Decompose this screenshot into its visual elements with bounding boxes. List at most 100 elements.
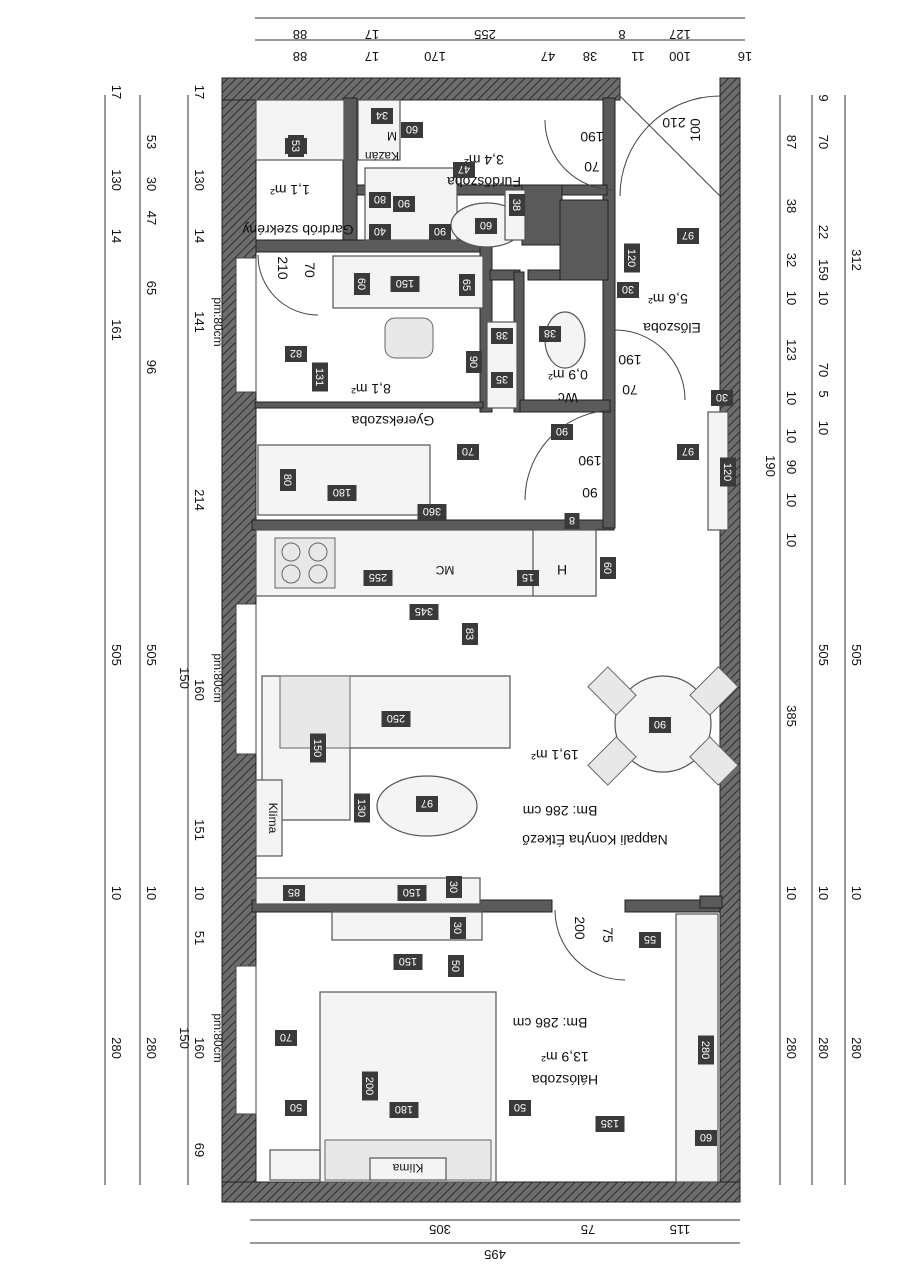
door-labels: 210 100 190 70 210 70 190 70 190 90 200 … [275, 115, 703, 943]
door-entrance-1: 100 [687, 118, 703, 142]
svg-text:150: 150 [399, 955, 417, 967]
door-gyerek-0: 190 [578, 453, 602, 469]
dim-ri-5: 10 [784, 391, 799, 405]
svg-text:130: 130 [355, 799, 367, 817]
room-eloszoba-name: Előszoba [643, 320, 701, 336]
dim-lm-1: 30 [144, 177, 159, 191]
dim-lm-0: 53 [144, 135, 159, 149]
furniture-tag: 150 [310, 733, 326, 763]
dim-top-2-3: 47 [541, 49, 555, 64]
dimension-texts: 88 17 255 8 127 88 17 170 47 38 11 100 1… [109, 27, 864, 1262]
dim-lm-2: 47 [144, 211, 159, 225]
svg-text:90: 90 [654, 718, 666, 730]
dim-ri-2: 32 [784, 253, 799, 267]
furniture-tag: 65 [459, 274, 475, 296]
svg-text:70: 70 [462, 445, 474, 457]
dim-lo-5: 10 [109, 886, 124, 900]
svg-text:180: 180 [395, 1103, 413, 1115]
svg-text:35: 35 [496, 373, 508, 385]
dim-top-1-3: 8 [618, 27, 625, 42]
svg-text:250: 250 [387, 712, 405, 724]
furniture-tag: 38 [491, 328, 513, 344]
dim-rm-0: 9 [816, 94, 831, 101]
mc-label: MC [435, 563, 454, 577]
dim-li-5: 160 [192, 679, 207, 701]
dim-bot-1-0: 305 [429, 1222, 451, 1237]
dim-lm-7: 280 [144, 1037, 159, 1059]
furniture-tag: 60 [354, 273, 370, 295]
room-gyerek-name: Gyerekszoba [352, 413, 435, 429]
h-label: H [557, 562, 567, 578]
room-gardrob-name: Gardrób szekrény [242, 222, 353, 238]
dim-top-1-4: 127 [669, 27, 691, 42]
dim-ri-10: 190 [763, 455, 778, 477]
furniture-tag: 360 [417, 504, 447, 520]
svg-text:82: 82 [290, 347, 302, 359]
svg-text:65: 65 [460, 279, 472, 291]
window-labels: pm:80cm pm:80cm pm:80cm [211, 297, 225, 1062]
furniture-tag: 82 [285, 346, 307, 362]
furniture-tag: 97 [677, 228, 699, 244]
furniture-tag: 80 [369, 192, 391, 208]
dim-lo-1: 130 [109, 169, 124, 191]
svg-text:255: 255 [369, 571, 387, 583]
furniture-tag: 345 [409, 604, 439, 620]
dim-li-7: 151 [192, 819, 207, 841]
room-nappali-area: 19,1 m² [531, 747, 579, 763]
dim-bot-1-2: 115 [670, 1222, 691, 1237]
svg-text:150: 150 [396, 277, 414, 289]
svg-text:85: 85 [288, 886, 300, 898]
furniture-tag: 90 [551, 424, 573, 440]
klima-living: Klíma [266, 803, 280, 834]
furniture-tag: 30 [450, 917, 466, 939]
dim-li-12: 69 [192, 1143, 207, 1157]
svg-text:38: 38 [510, 199, 522, 211]
dim-lm-5: 505 [144, 644, 159, 666]
furniture-tag: 180 [327, 485, 357, 501]
furniture-tag: 80 [280, 469, 296, 491]
svg-text:38: 38 [496, 329, 508, 341]
room-nappali-name: Nappali Konyha Étkező [522, 832, 668, 848]
svg-text:8: 8 [569, 514, 575, 526]
svg-text:83: 83 [463, 628, 475, 640]
dim-ri-8: 10 [784, 493, 799, 507]
furniture-tag: 120 [720, 457, 736, 487]
furniture-tag: 150 [397, 885, 427, 901]
dim-rm-4: 10 [816, 291, 831, 305]
dim-lo-4: 505 [109, 644, 124, 666]
dim-li-6: 150 [177, 667, 192, 689]
dim-rm-8: 505 [816, 644, 831, 666]
dim-ri-4: 123 [784, 339, 799, 361]
dim-top-1-1: 17 [365, 27, 379, 42]
doors [257, 95, 721, 981]
dim-top-2-6: 100 [669, 49, 691, 64]
door-gyerek-1: 90 [582, 485, 598, 501]
furniture-tag: 97 [677, 444, 699, 460]
furniture-tag: 90 [649, 717, 671, 733]
svg-text:30: 30 [447, 881, 459, 893]
furniture-tag: 250 [381, 711, 411, 727]
dim-li-1: 130 [192, 169, 207, 191]
furniture-tag: 15 [517, 570, 539, 586]
dim-li-3: 141 [192, 311, 207, 333]
svg-text:60: 60 [355, 278, 367, 290]
svg-text:80: 80 [281, 474, 293, 486]
svg-text:150: 150 [403, 886, 421, 898]
dim-ri-13: 280 [784, 1037, 799, 1059]
room-haloszoba-height: Bm: 286 cm [513, 1015, 588, 1031]
door-gardrob-0: 210 [275, 256, 291, 280]
kazan-label: Kazán [365, 149, 399, 163]
svg-text:53: 53 [289, 140, 301, 152]
window-label-2: pm:80cm [211, 653, 225, 702]
door-wc-0: 190 [618, 352, 642, 368]
furniture-tag: 30 [446, 876, 462, 898]
fixture-labels: Kazán M MC H Klíma Klíma [266, 129, 567, 1175]
svg-text:40: 40 [374, 225, 386, 237]
furniture-tag: 53 [288, 135, 304, 157]
dim-rm-5: 70 [816, 363, 831, 377]
furniture-tag: 180 [389, 1102, 419, 1118]
dimension-lines [104, 17, 846, 1244]
dim-ri-11: 385 [784, 705, 799, 727]
svg-text:120: 120 [625, 249, 637, 267]
